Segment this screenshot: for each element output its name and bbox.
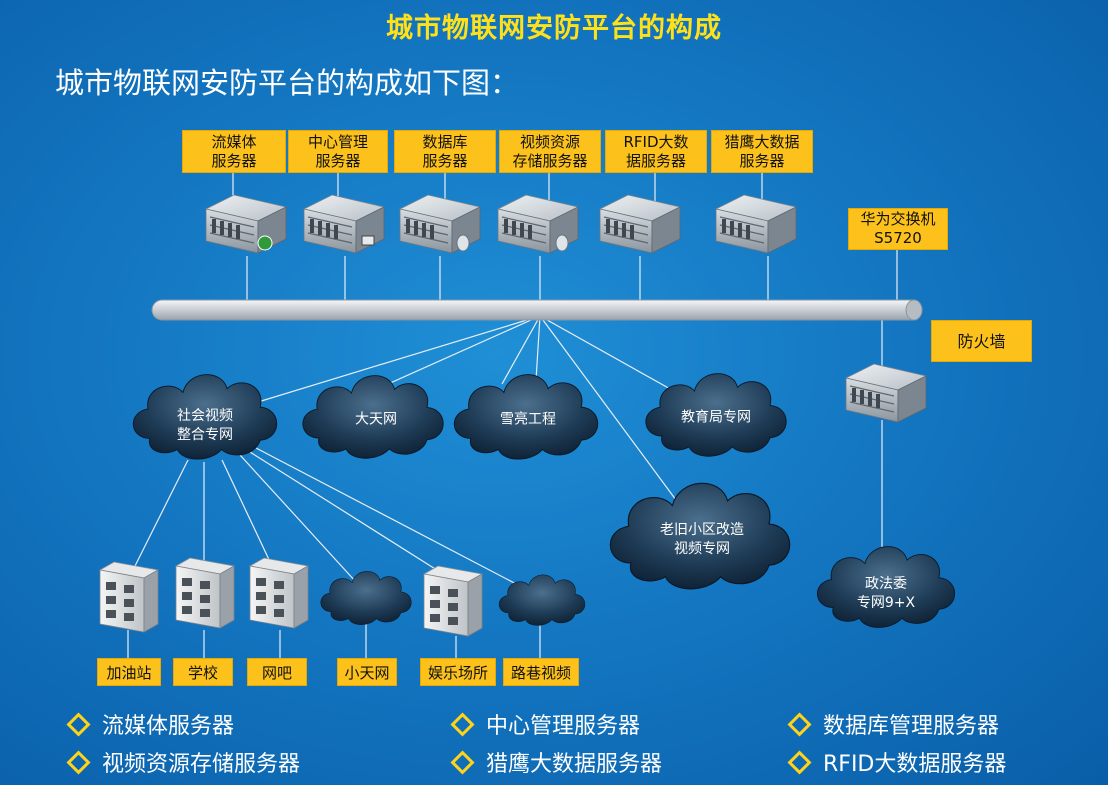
globe-badge-icon	[257, 235, 273, 251]
firewall-device-icon	[845, 363, 927, 423]
legend-item: 数据库管理服务器	[787, 708, 999, 740]
page-title: 城市物联网安防平台的构成	[386, 13, 722, 44]
backbone-pipe	[151, 299, 923, 321]
diamond-bullet-icon	[450, 749, 475, 775]
cloud-label-xueliang: 雪亮工程	[500, 411, 556, 428]
endpoint-label-gas-station: 加油站	[97, 658, 161, 686]
server-icon	[599, 194, 681, 254]
legend-item: 流媒体服务器	[66, 708, 234, 740]
server-label-central: 中心管理 服务器	[288, 130, 388, 173]
server-icon	[715, 194, 797, 254]
legend-item: 猎鹰大数据服务器	[450, 746, 662, 778]
building-icon	[249, 557, 309, 629]
cloud-label-political-legal: 政法委 专网9+X	[856, 576, 916, 611]
diamond-bullet-icon	[787, 749, 812, 775]
monitor-badge-icon	[361, 235, 375, 246]
legend-item: RFID大数据服务器	[787, 746, 1006, 778]
database-badge-icon	[456, 234, 470, 252]
endpoint-label-entertainment: 娱乐场所	[420, 658, 496, 686]
page-subtitle: 城市物联网安防平台的构成如下图：	[55, 66, 520, 100]
firewall-label: 防火墙	[931, 320, 1032, 362]
endpoint-label-internet-cafe: 网吧	[247, 658, 307, 686]
building-icon	[99, 561, 159, 633]
diamond-bullet-icon	[66, 749, 91, 775]
legend-item: 视频资源存储服务器	[66, 746, 300, 778]
diamond-bullet-icon	[66, 711, 91, 737]
endpoint-label-school: 学校	[173, 658, 233, 686]
building-icon	[423, 565, 483, 637]
cloud-icon	[320, 571, 412, 625]
cloud-label-social-video: 社会视频 整合专网	[177, 408, 233, 443]
endpoint-label-alley-video: 路巷视频	[503, 658, 579, 686]
connection-lines	[127, 172, 898, 658]
server-label-falcon: 猎鹰大数据 服务器	[711, 130, 813, 173]
server-icon	[205, 194, 287, 254]
server-label-rfid: RFID大数 据服务器	[605, 130, 707, 173]
diamond-bullet-icon	[450, 711, 475, 737]
cloud-label-old-community: 老旧小区改造 视频专网	[660, 522, 744, 557]
database-badge-icon	[555, 234, 569, 252]
cloud-label-education: 教育局专网	[681, 409, 751, 426]
cloud-label-datian: 大天网	[355, 411, 397, 428]
legend-item: 中心管理服务器	[450, 708, 640, 740]
endpoint-label-xiaotian: 小天网	[337, 658, 397, 686]
server-label-streaming: 流媒体 服务器	[182, 130, 286, 173]
server-label-video-storage: 视频资源 存储服务器	[499, 130, 601, 173]
server-label-database: 数据库 服务器	[394, 130, 496, 173]
diamond-bullet-icon	[787, 711, 812, 737]
switch-label: 华为交换机 S5720	[848, 208, 948, 250]
building-icon	[175, 557, 235, 629]
